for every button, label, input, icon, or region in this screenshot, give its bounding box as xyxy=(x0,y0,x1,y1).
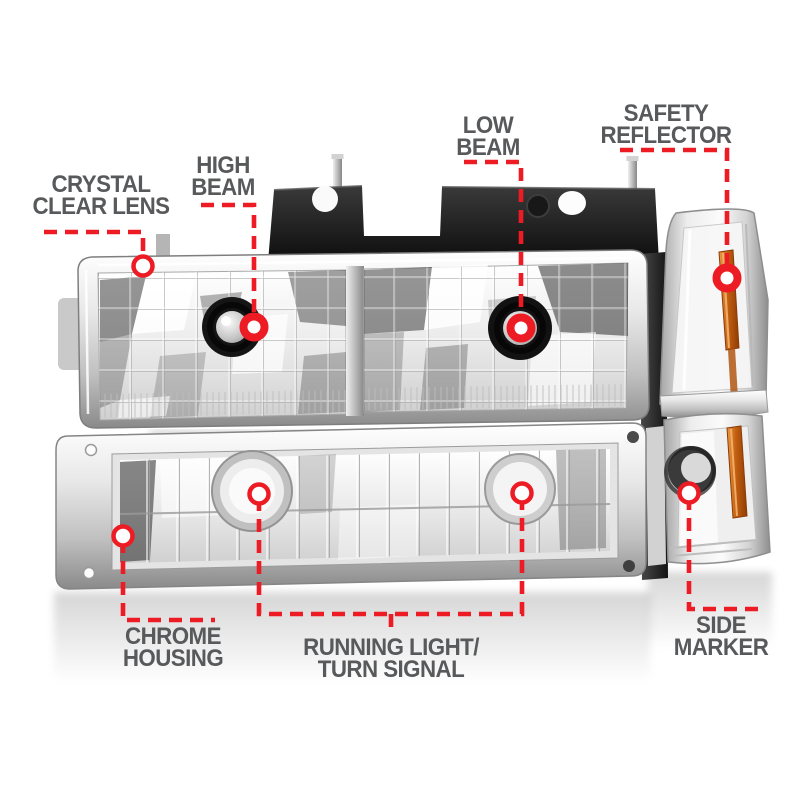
callout-crystal-clear-lens: CRYSTAL CLEAR LENS xyxy=(32,171,170,220)
bracket-hole-left xyxy=(312,186,338,212)
screw-hole xyxy=(627,431,639,443)
marker-high-beam xyxy=(239,312,269,342)
lamp-divider xyxy=(346,266,364,416)
signal-lens xyxy=(119,449,611,563)
callout-high-beam: HIGH BEAM xyxy=(191,152,255,201)
leader-line-side-marker xyxy=(686,497,763,612)
mounting-stud-right xyxy=(628,158,637,208)
mounting-stud-left xyxy=(333,156,342,206)
leader-line-safety-reflector xyxy=(620,147,730,273)
headlight-assembly xyxy=(77,249,650,429)
marker-low-beam xyxy=(506,313,536,343)
marker-running-light-right xyxy=(510,481,534,505)
callout-safety-reflector: SAFETY REFLECTOR xyxy=(600,100,733,149)
screw-hole xyxy=(82,566,96,580)
callout-chrome-housing: CHROME HOUSING xyxy=(122,623,224,672)
screw-hole xyxy=(623,560,635,572)
bracket-hole-right xyxy=(558,191,586,215)
callout-low-beam: LOW BEAM xyxy=(456,112,520,161)
marker-chrome-housing xyxy=(111,524,135,548)
low-beam-lamp xyxy=(363,262,629,413)
annotation-lines xyxy=(44,147,763,632)
high-beam-bulb xyxy=(202,297,262,357)
callout-running-light-turn-signal: RUNNING LIGHT/ TURN SIGNAL xyxy=(303,634,479,683)
marker-safety-reflector xyxy=(712,263,742,293)
corner-lamp xyxy=(659,208,769,433)
leader-line-crystal-clear-lens xyxy=(44,229,146,262)
marker-side-marker xyxy=(677,481,701,505)
callout-side-marker: SIDE MARKER xyxy=(673,612,769,661)
high-beam-lamp xyxy=(97,269,347,421)
screw-hole xyxy=(84,443,98,457)
headlight-side-flange xyxy=(58,298,84,370)
mounting-bracket xyxy=(268,154,659,262)
headlight-top-stud xyxy=(156,234,170,256)
side-marker-amber-reflector xyxy=(726,425,748,519)
leader-line-chrome-housing xyxy=(120,540,215,623)
marker-running-light-left xyxy=(247,482,271,506)
leader-line-high-beam xyxy=(201,202,257,322)
marker-crystal-clear-lens xyxy=(131,254,155,278)
turn-signal-bar xyxy=(55,422,647,590)
